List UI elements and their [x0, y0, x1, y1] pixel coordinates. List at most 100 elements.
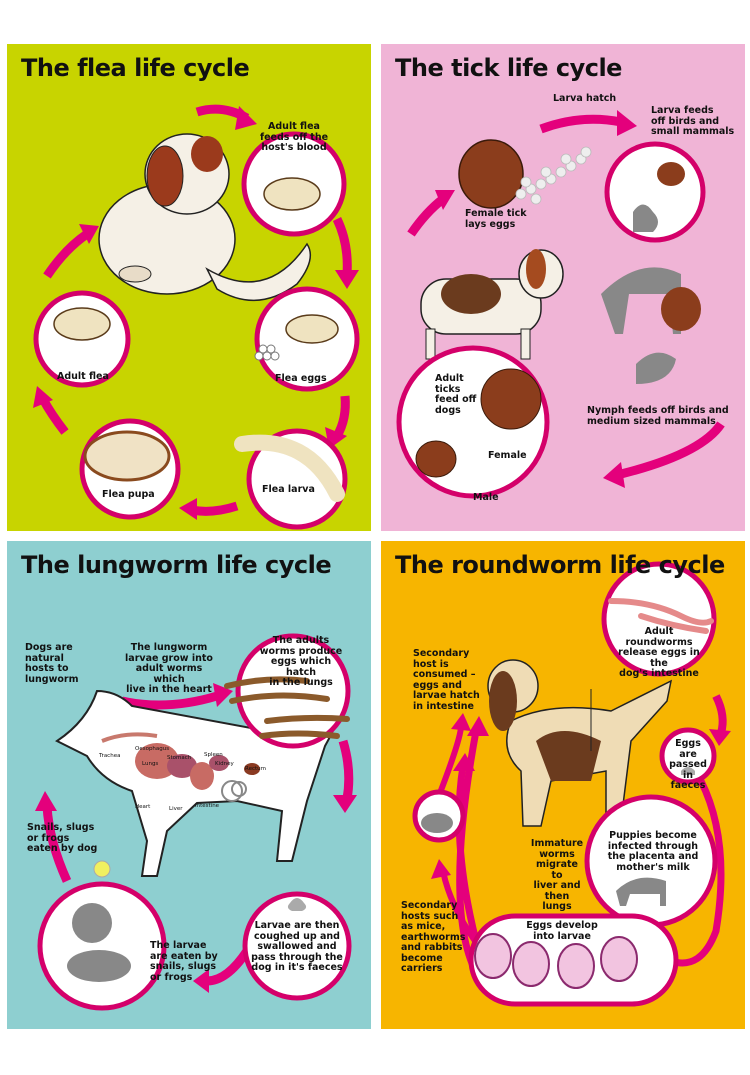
lungworm-label-adults-produce: The adults worms produce eggs which hatc…: [259, 635, 343, 688]
tick-label-larva-hatch: Larva hatch: [553, 93, 617, 104]
worms-icon: [224, 676, 350, 739]
frog-icon: [67, 950, 131, 982]
tick-panel: The tick life cycle Larva hatch Larva fe…: [381, 44, 745, 531]
roundworm-label-secondary-consumed: Secondary host is consumed – eggs and la…: [413, 648, 480, 712]
spaniel-dog: [487, 659, 673, 827]
eggs-icon: [254, 344, 280, 361]
tick-icon: [458, 139, 524, 209]
tick-title: The tick life cycle: [395, 54, 622, 82]
lungworm-panel: The lungworm life cycle Dogs are natural…: [7, 541, 371, 1029]
lungworm-arrow-4-head: [35, 791, 57, 811]
flea-arrow-3: [333, 395, 350, 439]
rabbit-icon: [633, 204, 658, 232]
roundworm-arrow-1: [712, 694, 727, 735]
roundworm-label-eggs-passed: Eggs are passed in faeces: [669, 738, 707, 791]
flea-title: The flea life cycle: [21, 54, 250, 82]
flea-arrow-5: [39, 396, 69, 435]
faeces-icon: [681, 767, 695, 775]
roundworm-arrow-3-head: [467, 716, 489, 736]
roundworm-arrow-4-head: [453, 753, 475, 771]
roundworm-title: The roundworm life cycle: [395, 551, 725, 579]
tick-label-larva-feeds: Larva feeds off birds and small mammals: [651, 105, 735, 137]
lungworm-arrow-2-head: [333, 795, 357, 813]
organ-kidney: Kidney: [215, 761, 234, 767]
lungworm-arrow-2: [338, 739, 354, 800]
roundworm-label-puppies: Puppies become infected through the plac…: [607, 830, 699, 873]
tick-label-adult-ticks: Adult ticks feed off dogs: [435, 373, 477, 416]
organ-intestine: Intestine: [195, 803, 220, 809]
organ-liver: Liver: [169, 806, 183, 812]
dog-organs: [101, 732, 260, 802]
mouse-icon: [421, 813, 453, 833]
tick-male-icon: [415, 440, 457, 478]
flea-arrow-6: [43, 230, 90, 279]
roundworm-label-eggs-develop: Eggs develop into larvae: [526, 920, 598, 942]
roundworm-arrow-5-head: [451, 713, 471, 731]
roundworm-panel: The roundworm life cycle Secondary host …: [381, 541, 745, 1029]
flea-icon: [263, 177, 321, 211]
tick-arrow-1-head: [617, 110, 637, 136]
flea-icon: [285, 314, 339, 344]
flea-icon: [53, 307, 111, 341]
organ-rectum: Rectum: [245, 766, 266, 772]
organ-spleen: Spleen: [204, 752, 223, 758]
roundworm-eggs-icons: [474, 933, 638, 989]
lungworm-label-natural-hosts: Dogs are natural hosts to lungworm: [25, 642, 79, 685]
flea-label-adult: Adult flea: [57, 371, 109, 382]
roundworm-faeces-circle: [659, 727, 717, 785]
organ-heart: Heart: [135, 804, 151, 810]
flea-arrow-5-head: [33, 386, 53, 408]
lungworm-label-coughed-up: Larvae are then coughed up and swallowed…: [251, 920, 343, 973]
flea-arrow-2-head: [335, 270, 359, 289]
flea-arrow-4-head: [179, 498, 197, 520]
tick-eggs-icon: [515, 146, 592, 205]
organ-trachea: Trachea: [99, 753, 121, 759]
tick-arrow-3-head: [435, 190, 455, 210]
roundworm-arrow-2: [669, 779, 725, 967]
lungworm-arrow-1: [121, 691, 219, 710]
tick-nymph-icon: [661, 287, 701, 331]
tick-arrow-3: [407, 195, 446, 237]
roundworm-arrow-4: [455, 765, 480, 942]
puppy-icon: [616, 877, 666, 906]
scratching-dog: [98, 133, 312, 301]
lungworm-title: The lungworm life cycle: [21, 551, 332, 579]
roundworm-label-adult-release: Adult roundworms release eggs in the dog…: [618, 626, 700, 679]
roundworm-label-secondary-hosts: Secondary hosts such as mice, earthworms…: [401, 900, 466, 974]
tick-female-icon: [480, 368, 542, 430]
tick-label-male: Male: [473, 492, 499, 503]
lungworm-arrow-3-head: [193, 969, 209, 993]
snail-icon: [72, 903, 112, 943]
flea-illustration: [33, 104, 360, 530]
roundworm-arrow-1-head: [709, 729, 731, 746]
lungworm-snail-circle: [37, 881, 167, 1011]
flea-label-pupa: Flea pupa: [102, 489, 155, 500]
lungworm-arrow-1-head: [213, 683, 233, 707]
lungworm-faeces-circle: [242, 891, 352, 1001]
tick-arrow-2-head: [603, 462, 625, 488]
roundworm-label-immature: Immature worms migrate to liver and then…: [530, 838, 584, 912]
flea-panel: The flea life cycle Adult flea feeds off…: [7, 44, 371, 531]
organ-lungs: Lungs: [142, 761, 159, 767]
tick-illustration: [396, 110, 725, 499]
tick-arrow-2: [619, 421, 725, 479]
duck-icon: [636, 352, 676, 384]
larva-icon: [234, 434, 345, 502]
worms-icon: [608, 598, 714, 634]
flea-label-larva: Flea larva: [262, 484, 315, 495]
lungworm-label-snails-eaten: Snails, slugs or frogs eaten by dog: [27, 822, 98, 854]
flea-arrow-2: [332, 217, 352, 275]
lungworm-label-larvae-eaten: The larvae are eaten by snails, slugs or…: [150, 940, 218, 983]
flea-label-eggs: Flea eggs: [275, 373, 327, 384]
organ-oesophagus: Oesophagus: [135, 746, 170, 752]
tick-arrow-1: [539, 114, 622, 134]
tick-label-nymph: Nymph feeds off birds and medium sized m…: [587, 405, 729, 427]
faeces-icon: [287, 898, 307, 911]
pupa-icon: [83, 430, 171, 482]
flea-larva-circle: [246, 428, 348, 530]
flea-arrow-1-head: [235, 106, 257, 130]
flea-arrow-4: [191, 501, 239, 516]
beagle-dog: [420, 249, 564, 360]
roundworm-illustration: [412, 561, 731, 1007]
lungworm-label-larvae-grow: The lungworm larvae grow into adult worm…: [125, 642, 213, 695]
